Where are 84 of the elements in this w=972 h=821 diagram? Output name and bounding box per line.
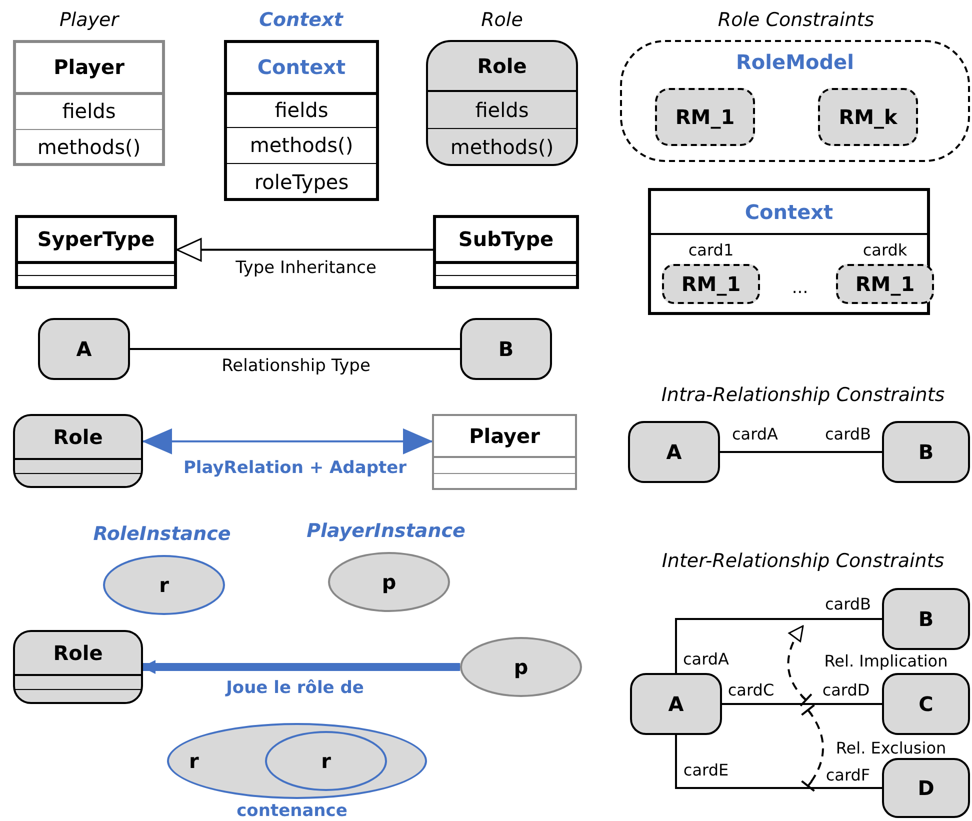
- constraint-label: Rel. Exclusion: [836, 738, 946, 758]
- connector-line: [722, 703, 882, 705]
- cardinality: cardD: [822, 680, 870, 700]
- class-name: SyperType: [37, 226, 155, 252]
- node-label: D: [918, 775, 934, 801]
- cardinality: cardB: [824, 594, 872, 614]
- class-name: Player: [54, 54, 124, 80]
- node-label: RoleModel: [736, 49, 854, 75]
- role-box: [460, 318, 552, 380]
- cardinality: cardF: [826, 766, 870, 784]
- cardinality: cardE: [683, 760, 729, 780]
- member-text: roleTypes: [254, 168, 349, 194]
- node-label: B: [918, 439, 934, 465]
- node-label: r: [189, 748, 199, 774]
- role-box: [628, 421, 720, 483]
- role-model-box: [655, 88, 755, 146]
- class-name: Role: [477, 53, 527, 79]
- node-label: B: [498, 336, 514, 362]
- member-text: fields: [274, 97, 328, 123]
- role-box: [38, 318, 130, 380]
- role-box: [882, 673, 970, 735]
- node-label: Context: [259, 9, 343, 31]
- role-box: [882, 758, 970, 818]
- class-box: [15, 215, 177, 289]
- node-label: cardk: [862, 240, 908, 260]
- arrow: [142, 428, 433, 454]
- node-label: r: [159, 572, 169, 598]
- class-box: [13, 40, 165, 166]
- node-label: RM_k: [838, 104, 898, 130]
- node-label: C: [918, 691, 934, 717]
- node-label: p: [382, 569, 396, 595]
- role-box: [13, 630, 143, 704]
- class-box: [433, 215, 579, 289]
- node-label: Role: [481, 9, 523, 31]
- class-name: Role: [53, 640, 103, 666]
- member-text: fields: [475, 96, 529, 122]
- node-label: A: [668, 691, 684, 717]
- role-box: [882, 588, 970, 650]
- class-name: Role: [53, 424, 103, 450]
- role-box: [426, 40, 578, 166]
- node-label: B: [918, 606, 934, 632]
- role-model-box: [836, 264, 934, 304]
- ellipsis: ...: [792, 278, 808, 298]
- node-label: RM_1: [675, 104, 735, 130]
- class-name: Context: [257, 54, 346, 80]
- node-label: Player: [59, 9, 119, 31]
- node-label: A: [666, 439, 682, 465]
- node-label: r: [321, 748, 331, 774]
- cardinality: cardB: [824, 424, 872, 444]
- role-box: [630, 673, 722, 735]
- member-text: methods(): [250, 132, 354, 158]
- member-text: fields: [62, 98, 116, 124]
- section-heading: Role Constraints: [718, 9, 874, 31]
- node-label: RM_1: [855, 271, 915, 297]
- role-model-box: [818, 88, 918, 146]
- connector-line: [675, 735, 882, 789]
- role-box: [882, 421, 970, 483]
- node-label: Context: [744, 199, 834, 225]
- cardinality: cardA: [732, 424, 778, 444]
- connector-line: [720, 451, 882, 453]
- arrow: [142, 660, 460, 674]
- connector-line: [675, 618, 882, 673]
- class-box: [432, 414, 577, 490]
- node-label: p: [514, 654, 528, 680]
- class-name: Player: [469, 423, 540, 449]
- node-label: A: [76, 336, 92, 362]
- member-text: methods(): [450, 134, 554, 160]
- role-box: [13, 414, 143, 488]
- class-box: [224, 40, 379, 201]
- role-model-box: [662, 264, 760, 304]
- cardinality: cardA: [683, 650, 729, 668]
- node-label: RoleInstance: [93, 523, 231, 545]
- node-label: RM_1: [681, 271, 741, 297]
- arrow: [176, 238, 433, 262]
- constraint-label: Rel. Implication: [824, 652, 948, 670]
- node-label: card1: [688, 240, 734, 260]
- section-heading: Inter-Relationship Constraints: [662, 550, 944, 572]
- cardinality: cardC: [728, 680, 774, 700]
- connector-line: [130, 348, 460, 350]
- node-label: contenance: [236, 801, 348, 821]
- section-heading: Intra-Relationship Constraints: [661, 384, 945, 406]
- node-label: PlayerInstance: [306, 520, 466, 542]
- class-name: SubType: [458, 226, 554, 252]
- member-text: methods(): [37, 134, 141, 160]
